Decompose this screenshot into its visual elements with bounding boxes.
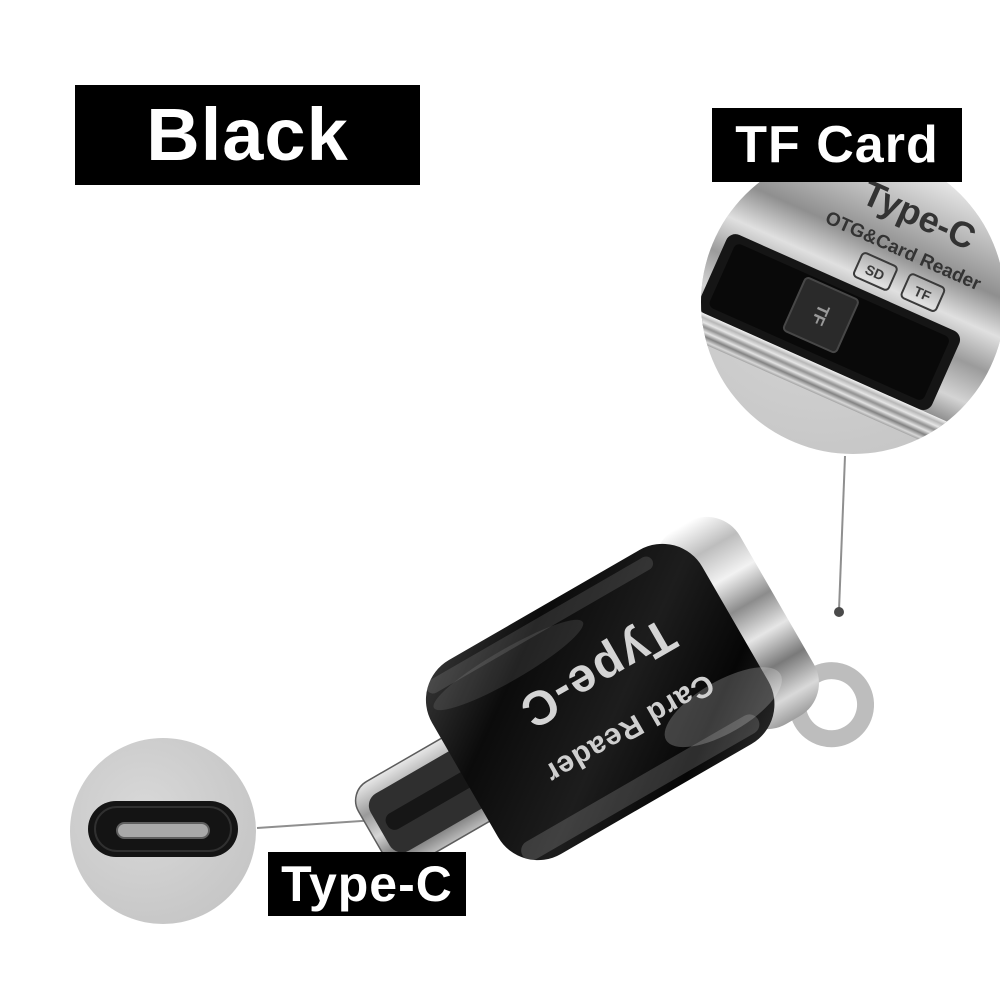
body-corner-gloss xyxy=(664,667,782,748)
reader-body xyxy=(425,543,775,861)
tf-inset-connector-dot xyxy=(834,607,844,617)
type-c-port-rim xyxy=(94,806,232,852)
plug-tongue xyxy=(385,771,474,830)
reader-bottom-lip xyxy=(701,292,1000,454)
sd-badge-frame xyxy=(852,252,898,291)
color-variant-label: Black xyxy=(75,85,420,185)
sd-badge-icon: SD xyxy=(852,252,898,291)
tf-badge-icon: TF xyxy=(900,273,946,312)
type-c-label: Type-C xyxy=(268,852,466,916)
body-top-highlight xyxy=(426,556,654,694)
micro-sd-body xyxy=(782,277,859,354)
type-c-inset xyxy=(70,738,256,924)
tf-badge-text: TF xyxy=(911,283,934,305)
card-reader-product: Type-C Card Reader xyxy=(354,516,875,869)
sd-badge-text: SD xyxy=(863,261,887,284)
body-bottom-highlight xyxy=(521,714,760,861)
tf-card-label: TF Card xyxy=(712,108,962,182)
body-edge-gloss xyxy=(433,619,584,711)
type-c-port-tongue xyxy=(116,822,210,839)
tf-inset-connector-line xyxy=(838,455,846,611)
micro-sd-card: TF xyxy=(782,277,859,354)
tf-badge-frame xyxy=(900,273,946,312)
